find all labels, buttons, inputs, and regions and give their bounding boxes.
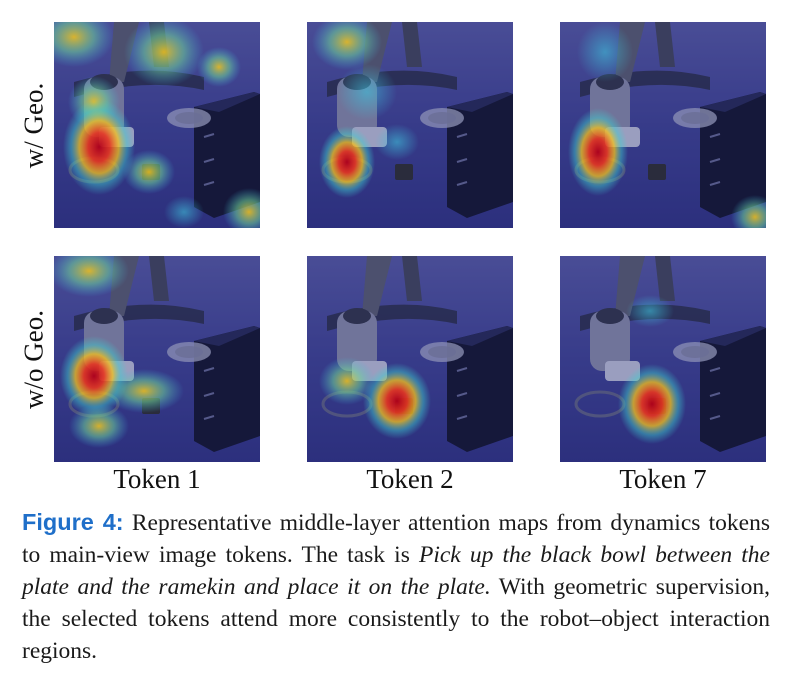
row-label-without-geo: w/o Geo. — [18, 310, 49, 409]
col-label-token-2: Token 2 — [366, 464, 454, 494]
figure-caption: Figure 4: Representative middle-layer at… — [22, 506, 770, 667]
col-label-token-7: Token 7 — [619, 464, 707, 494]
attention-map-without-geo-token-7 — [560, 256, 766, 462]
caption-task: Pick up the black bowl between the plate… — [22, 542, 770, 600]
col-label-token-1: Token 1 — [113, 464, 201, 494]
caption-text-1: Representative middle-layer attention ma… — [22, 510, 770, 568]
attention-map-with-geo-token-7 — [560, 22, 766, 228]
attention-map-without-geo-token-1 — [54, 256, 260, 462]
caption-text-2: With geometric supervision, the selected… — [22, 574, 770, 664]
figure-label: Figure 4: — [22, 509, 124, 535]
attention-map-with-geo-token-2 — [307, 22, 513, 228]
row-label-with-geo: w/ Geo. — [18, 82, 49, 169]
attention-map-without-geo-token-2 — [307, 256, 513, 462]
attention-map-with-geo-token-1 — [54, 22, 260, 228]
